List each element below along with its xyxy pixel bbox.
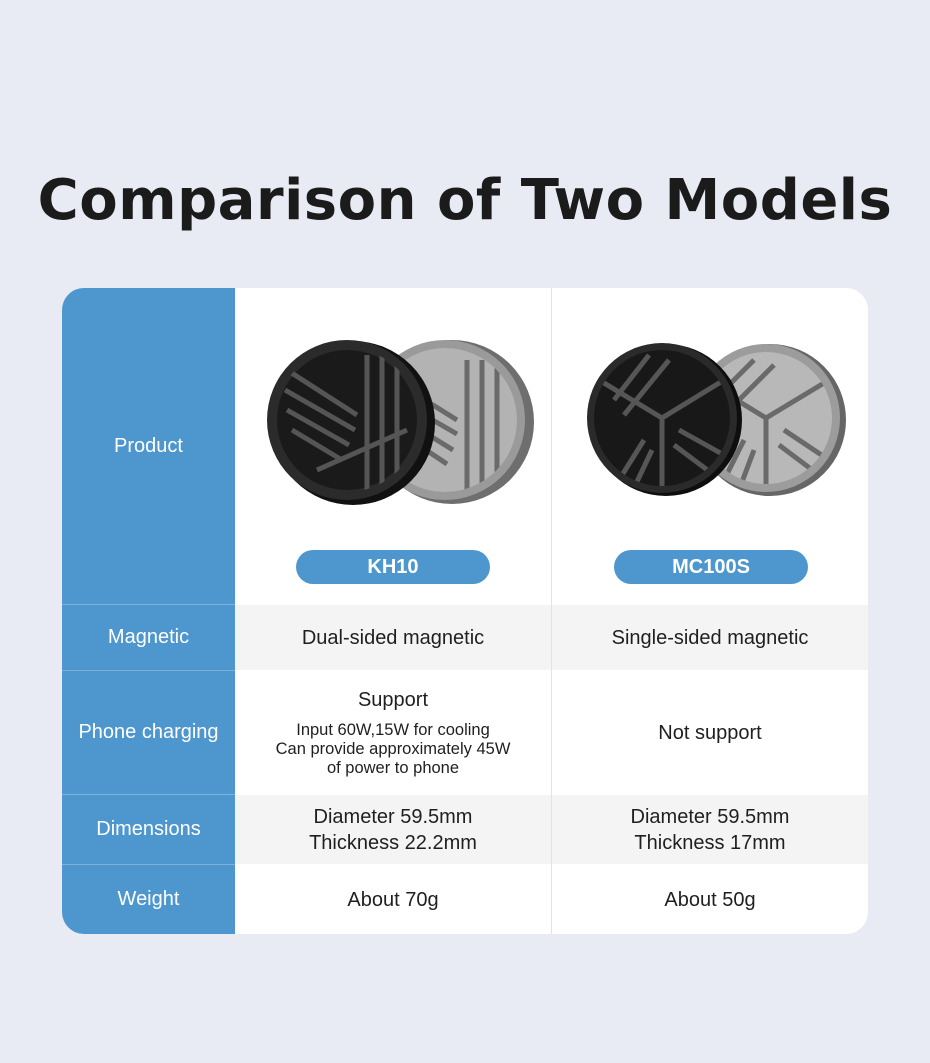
label-column bbox=[62, 288, 235, 934]
kh10-diameter: Diameter 59.5mm bbox=[313, 805, 473, 828]
comparison-table: Product bbox=[62, 288, 868, 934]
magnetic-label: Magnetic bbox=[107, 626, 190, 648]
mc100s-thickness: Thickness 17mm bbox=[634, 831, 786, 854]
mc100s-product-image bbox=[587, 343, 846, 496]
mc100s-weight: About 50g bbox=[664, 888, 756, 911]
dimensions-label: Dimensions bbox=[96, 818, 201, 840]
kh10-thickness: Thickness 22.2mm bbox=[309, 831, 477, 854]
magnetic-row: Magnetic Dual-sided magnetic Single-side… bbox=[62, 605, 868, 670]
product-row: Product bbox=[62, 288, 868, 604]
dimensions-row: Dimensions Diameter 59.5mm Thickness 22.… bbox=[62, 795, 868, 864]
mc100s-badge: MC100S bbox=[614, 550, 808, 584]
kh10-magnetic: Dual-sided magnetic bbox=[301, 626, 485, 649]
kh10-dimensions: Diameter 59.5mm Thickness 22.2mm bbox=[235, 795, 551, 864]
charging-label: Phone charging bbox=[78, 721, 219, 743]
row-divider bbox=[62, 794, 235, 795]
kh10-charging: Support Input 60W,15W for cooling Can pr… bbox=[235, 671, 551, 794]
kh10-charging-detail-1: Input 60W,15W for cooling bbox=[296, 721, 490, 739]
column-divider bbox=[551, 288, 552, 934]
weight-row: Weight About 70g About 50g bbox=[62, 865, 868, 934]
charging-row: Phone charging Support Input 60W,15W for… bbox=[62, 671, 868, 794]
weight-label: Weight bbox=[117, 888, 180, 910]
kh10-charging-detail-2: Can provide approximately 45W bbox=[275, 740, 511, 758]
row-divider bbox=[62, 864, 235, 865]
row-divider bbox=[62, 604, 235, 605]
kh10-badge: KH10 bbox=[296, 550, 490, 584]
product-label: Product bbox=[114, 434, 183, 457]
kh10-charging-detail-3: of power to phone bbox=[326, 759, 460, 777]
kh10-product-image bbox=[267, 340, 534, 505]
mc100s-dimensions: Diameter 59.5mm Thickness 17mm bbox=[552, 795, 868, 864]
row-divider bbox=[62, 670, 235, 671]
kh10-weight: About 70g bbox=[347, 888, 439, 911]
mc100s-magnetic: Single-sided magnetic bbox=[611, 626, 809, 649]
page-title: Comparison of Two Models bbox=[37, 168, 893, 233]
kh10-charging-main: Support bbox=[357, 689, 429, 711]
mc100s-charging: Not support bbox=[658, 721, 762, 744]
mc100s-diameter: Diameter 59.5mm bbox=[630, 805, 790, 828]
